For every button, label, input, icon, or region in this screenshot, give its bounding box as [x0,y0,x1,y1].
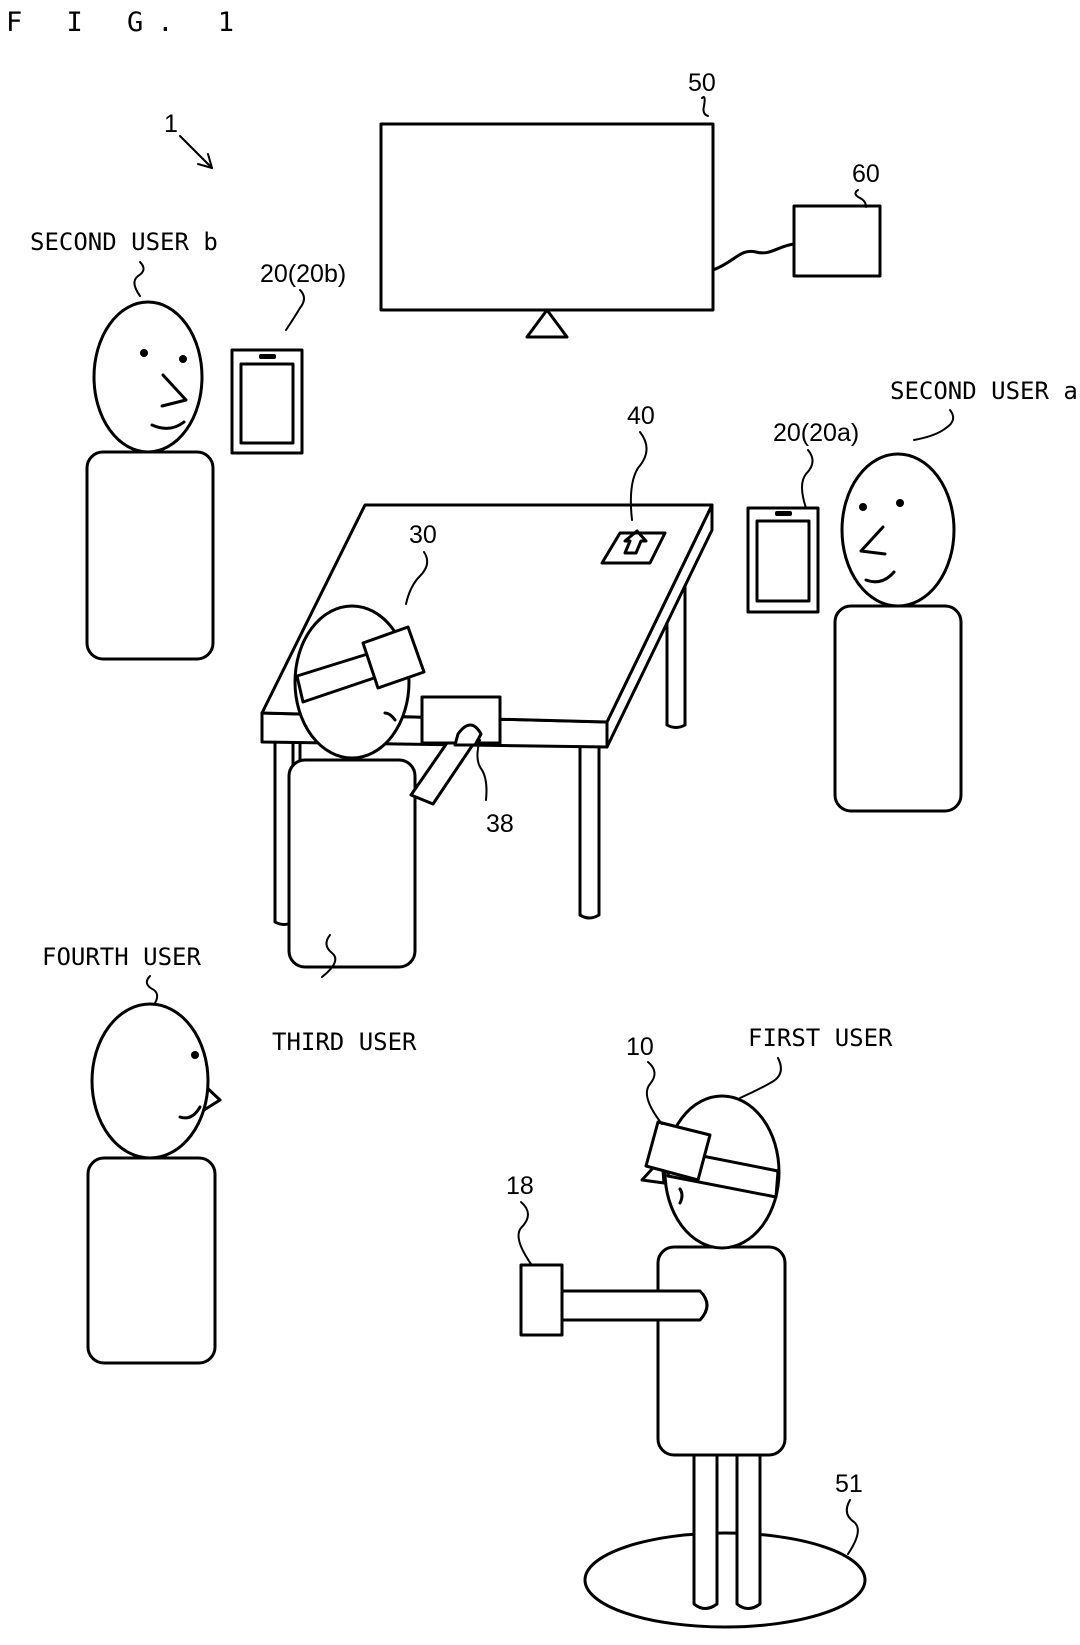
fourth-user-head [90,1002,210,1160]
second-user-a-body [833,604,963,813]
mat-leader [845,1499,859,1555]
hmd-third-leader [405,551,429,605]
monitor-stand [525,308,569,339]
third-user: 30 38 THIRD USER [272,521,514,1056]
first-user-leg-left [692,1443,719,1610]
marker-card [600,531,667,565]
monitor-screen [379,122,715,312]
figure-title: F I G. 1 [6,7,248,38]
fourth-user-leader [145,975,159,1011]
connection-cable [711,242,796,272]
first-user-label: FIRST USER [748,1024,893,1052]
system-reference: 1 [164,110,213,169]
third-user-hand [453,723,483,747]
fourth-user-mouth [178,1105,202,1120]
fourth-user: FOURTH USER [42,943,222,1365]
mat-ref: 51 [835,1470,863,1498]
external-device: 60 [711,160,882,278]
device-a-screen [755,519,811,603]
hmd-first-leader [646,1061,663,1125]
box-leader [854,189,867,208]
third-user-hmd [361,625,426,690]
device-b-leader [285,289,305,331]
second-user-b-nose [160,373,188,408]
second-user-a-eye-1 [859,503,867,511]
second-user-b-body [85,450,215,661]
controller-third-ref: 38 [486,810,514,838]
display-leader [701,96,709,117]
marker-ref: 40 [627,402,655,430]
second-user-a-nose [859,525,887,556]
device-a-ref: 20(20a) [773,419,859,447]
fourth-user-label: FOURTH USER [42,943,201,971]
second-user-b-eye-2 [179,355,187,363]
device-a-speaker [775,511,792,516]
system-arrow-shaft [179,135,213,169]
third-user-label: THIRD USER [272,1028,417,1056]
controller-18 [519,1263,564,1337]
first-user-arm [560,1289,709,1322]
terminal-20a: 20(20a) [746,419,859,614]
third-user-leader [321,934,337,978]
second-user-a-head [840,452,956,608]
device-b-ref: 20(20b) [260,260,346,288]
hmd-first-ref: 10 [626,1033,654,1061]
marker-leader [629,431,648,521]
fourth-user-eye [191,1051,199,1059]
marker-arrow-icon [623,529,648,555]
first-user: 51 10 FIRST USER 18 [506,1024,893,1629]
device-a-leader [801,449,814,509]
first-user-body [656,1245,787,1457]
display-monitor: 50 [379,69,716,339]
first-user-hmd [644,1120,712,1182]
system-number: 1 [164,110,178,138]
first-user-leg-right [735,1443,762,1610]
second-user-b-leader [133,261,145,297]
device-box [792,204,882,278]
fourth-user-body [86,1156,217,1365]
second-user-a-label: SECOND USER a [890,377,1078,405]
second-user-b-eye-1 [140,349,148,357]
second-user-a-mouth [864,570,896,584]
first-user-leader [739,1057,782,1099]
controller-third-leader [476,739,488,801]
controller-first-leader [517,1201,532,1265]
hmd-third-ref: 30 [409,521,437,549]
third-user-mouth [383,711,397,722]
table-leg-front-right [578,740,601,920]
second-user-b-head [92,300,204,454]
mat-51 [583,1531,867,1629]
controller-first-ref: 18 [506,1172,534,1200]
terminal-20b: 20(20b) [230,260,346,455]
system-arrow-head [197,153,213,169]
device-b-speaker [259,354,276,359]
marker-40: 40 [600,402,667,565]
first-user-mouth [678,1187,684,1205]
third-user-body [287,758,417,969]
device-b-screen [239,362,295,445]
display-ref: 50 [688,69,716,97]
second-user-a-eye-2 [896,499,904,507]
box-ref: 60 [852,160,880,188]
second-user-b-mouth [150,420,186,430]
second-user-a-leader [913,409,955,441]
second-user-b-label: SECOND USER b [30,228,218,256]
second-user-a: SECOND USER a [833,377,1078,813]
second-user-b: SECOND USER b [30,228,218,661]
